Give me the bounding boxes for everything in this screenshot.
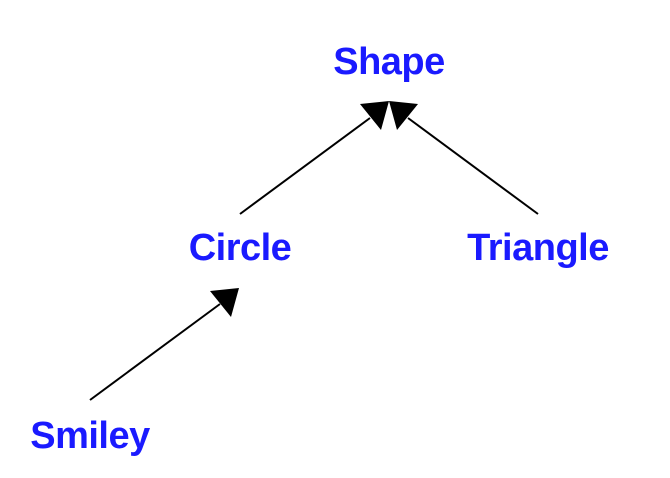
edge-smiley-to-circle bbox=[89, 303, 221, 401]
edge-circle-to-shape bbox=[239, 117, 371, 215]
node-triangle: Triangle bbox=[467, 227, 609, 269]
arrowhead-circle-to-shape bbox=[360, 101, 389, 130]
arrowhead-triangle-to-shape bbox=[389, 101, 418, 130]
node-shape: Shape bbox=[333, 41, 445, 83]
arrowhead-smiley-to-circle bbox=[210, 288, 239, 317]
node-circle: Circle bbox=[188, 227, 292, 269]
node-smiley: Smiley bbox=[30, 415, 150, 457]
edge-triangle-to-shape bbox=[407, 117, 539, 215]
